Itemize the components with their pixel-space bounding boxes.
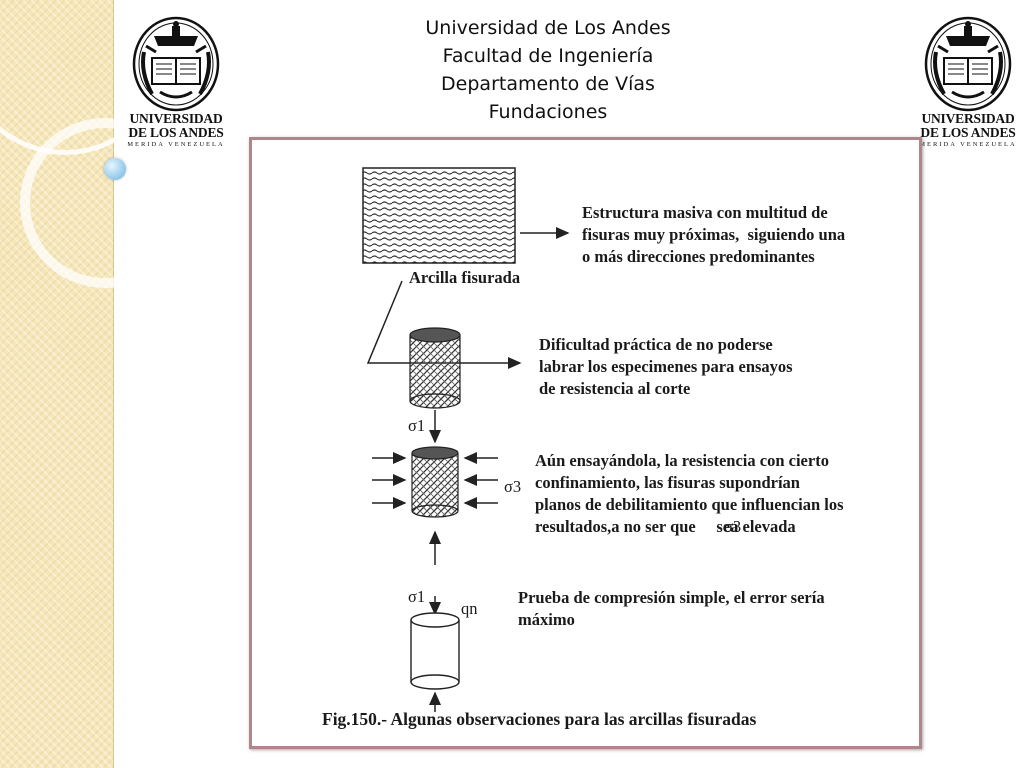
note2-line1: Dificultad práctica de no poderse (539, 335, 773, 354)
logo-name-line2: DE LOS ANDES (920, 125, 1016, 140)
logo-subtitle: MERIDA VENEZUELA (127, 141, 225, 148)
sigma1-label: σ1 (408, 587, 426, 606)
note3-inline-sigma3: σ3 (724, 517, 742, 536)
note1-line3: o más direcciones predominantes (582, 247, 815, 266)
sample-label: Arcilla fisurada (409, 268, 521, 287)
header-faculty: Facultad de Ingeniería (442, 45, 654, 67)
note2-line2: labrar los especimenes para ensayos (539, 357, 793, 376)
figure-caption: Fig.150.- Algunas observaciones para las… (322, 709, 757, 729)
unconfined-specimen (410, 612, 460, 690)
note3-line2: confinamiento, las fisuras supondrían (535, 473, 800, 492)
sigma1-label: σ1 (408, 416, 426, 435)
logo-name-line2: DE LOS ANDES (128, 125, 224, 140)
university-seal-icon (924, 16, 1012, 112)
slide-header: Universidad de Los Andes Facultad de Ing… (330, 14, 766, 126)
logo-name-line1: UNIVERSIDAD (129, 111, 223, 126)
note3-line4: resultados,a no ser que sea elevada (535, 517, 796, 536)
decorative-ring (20, 118, 190, 288)
decorative-bead (104, 158, 126, 180)
confinement-arrows (372, 452, 498, 509)
fissured-specimen-2 (411, 446, 459, 518)
note3-line1: Aún ensayándola, la resistencia con cier… (535, 451, 829, 470)
note3-line3: planos de debilitamiento que influencian… (535, 495, 844, 514)
note4-line1: Prueba de compresión simple, el error se… (518, 588, 825, 607)
logo-name-line1: UNIVERSIDAD (921, 111, 1015, 126)
note1-line1: Estructura masiva con multitud de (582, 203, 828, 222)
figure-drawing (362, 167, 570, 712)
university-seal-icon (132, 16, 220, 112)
sigma3-label: σ3 (504, 477, 522, 496)
note4-line2: máximo (518, 610, 575, 629)
logo-subtitle: MERIDA VENEZUELA (919, 141, 1017, 148)
fissured-clay-block (362, 167, 516, 264)
qn-label: qn (461, 599, 478, 618)
university-logo-right: UNIVERSIDAD DE LOS ANDES MERIDA VENEZUEL… (918, 12, 1018, 148)
decorative-sidebar (0, 0, 190, 768)
university-logo-left: UNIVERSIDAD DE LOS ANDES MERIDA VENEZUEL… (126, 12, 226, 148)
note2-line3: de resistencia al corte (539, 379, 691, 398)
header-department: Departamento de Vías (441, 73, 655, 95)
connector-arrow (366, 280, 522, 369)
fissured-specimen-1 (409, 327, 461, 409)
header-subject: Fundaciones (488, 101, 608, 123)
header-university: Universidad de Los Andes (425, 17, 671, 39)
figure-frame: Arcilla fisurada Estructura masiva con m… (249, 137, 922, 749)
note1-line2: fisuras muy próximas, siguiendo una (582, 225, 846, 244)
